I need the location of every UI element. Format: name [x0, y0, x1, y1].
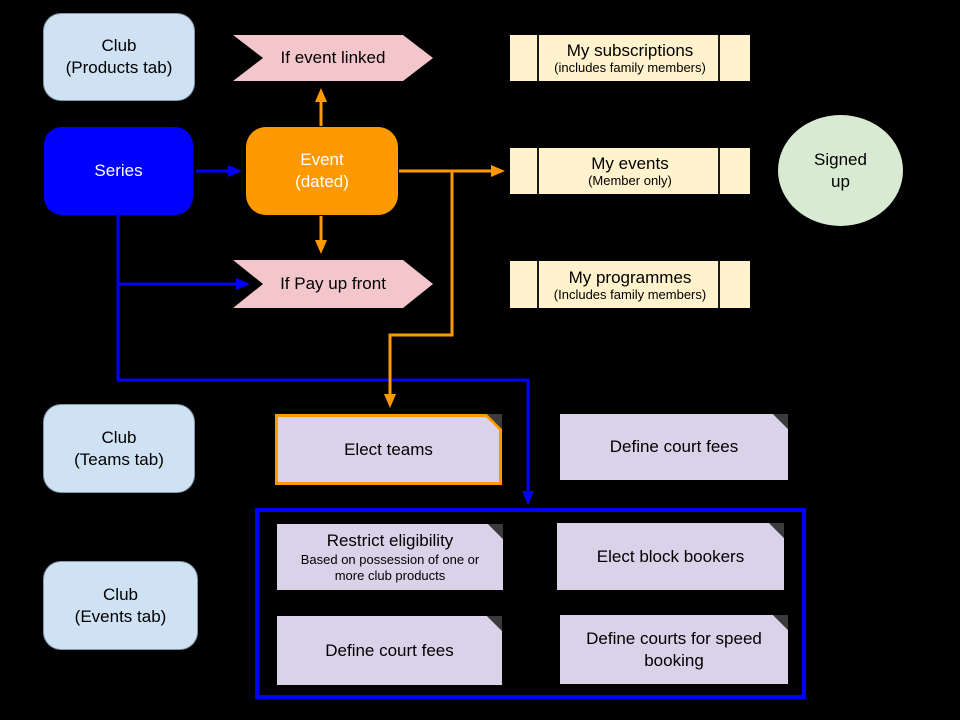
side-bar-divider	[718, 148, 720, 194]
node-label: If Pay up front	[280, 274, 386, 293]
node-my-events: My events (Member only)	[510, 148, 750, 194]
node-label: Signed	[814, 149, 867, 169]
node-label: Restrict eligibility Based on possession…	[277, 524, 503, 590]
plaque-fill	[277, 524, 503, 590]
node-title: My programmes	[568, 267, 692, 287]
node-event-dated: Event (dated)	[246, 127, 398, 215]
node-club-teams-tab: Club (Teams tab)	[43, 404, 195, 493]
node-subtitle: (includes family members)	[554, 60, 706, 75]
node-label: (dated)	[295, 172, 349, 191]
node-club-products-tab: Club (Products tab)	[43, 13, 195, 101]
node-restrict-eligibility: Restrict eligibility Based on possession…	[277, 524, 503, 590]
plaque-fill	[277, 616, 502, 685]
node-if-event-linked: If event linked	[233, 35, 433, 81]
node-define-courts-speed-booking: Define courts for speed booking	[560, 615, 788, 684]
node-elect-block-bookers: Elect block bookers	[557, 523, 784, 590]
side-bar-divider	[537, 35, 539, 81]
node-my-subscriptions: My subscriptions (includes family member…	[510, 35, 750, 81]
node-label: If event linked	[280, 48, 386, 67]
node-label: (Events tab)	[74, 606, 167, 626]
side-bar-divider	[718, 35, 720, 81]
node-label: Club	[103, 584, 138, 604]
node-subtitle: Based on possession of one or more club …	[300, 552, 480, 583]
node-title: My events	[591, 154, 669, 173]
node-club-events-tab: Club (Events tab)	[43, 561, 198, 650]
node-title: Restrict eligibility	[326, 531, 454, 550]
node-label: Club	[101, 427, 137, 447]
node-title: My subscriptions	[566, 41, 694, 60]
node-label: Series	[94, 161, 143, 180]
node-series: Series	[44, 127, 193, 215]
node-define-court-fees-top: Define court fees	[560, 414, 788, 480]
node-label: Define court fees	[325, 640, 454, 660]
plaque-fill	[278, 417, 499, 482]
node-subtitle: (Includes family members)	[553, 286, 707, 302]
plaque-fill	[560, 414, 788, 480]
node-label: Event	[300, 150, 344, 169]
node-label: (Teams tab)	[74, 449, 164, 469]
side-bar-divider	[537, 261, 539, 308]
club-events-group-frame	[255, 508, 806, 699]
node-label: up	[831, 171, 850, 191]
node-label: Elect block bookers	[596, 546, 745, 566]
node-subtitle: (Member only)	[588, 173, 672, 188]
node-my-programmes: My programmes (Includes family members)	[510, 261, 750, 308]
plaque-fill	[560, 615, 788, 684]
plaque-fill	[557, 523, 784, 590]
node-signed-up: Signed up	[778, 115, 903, 226]
side-bar-divider	[537, 148, 539, 194]
node-label: Club	[101, 36, 137, 55]
node-elect-teams: Elect teams	[275, 414, 502, 485]
node-if-pay-up-front: If Pay up front	[233, 260, 433, 308]
node-label: Define courts for speed booking	[586, 628, 762, 670]
node-define-court-fees-bottom: Define court fees	[277, 616, 502, 685]
side-bar-divider	[718, 261, 720, 308]
node-label: Define court fees	[609, 437, 739, 456]
node-label: Elect teams	[344, 439, 433, 459]
node-label: (Products tab)	[65, 58, 173, 77]
